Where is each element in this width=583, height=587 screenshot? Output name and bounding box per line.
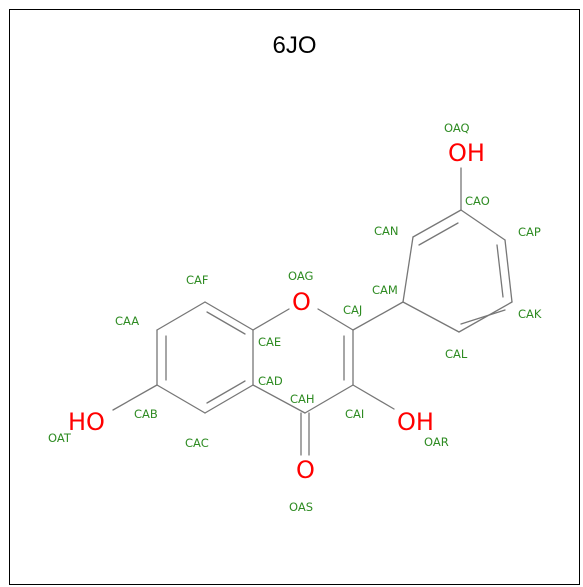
- label-cae: CAE: [258, 335, 281, 349]
- label-cad: CAD: [258, 374, 283, 388]
- bond-cai-cah: [304, 384, 354, 414]
- label-cap: CAP: [518, 225, 541, 239]
- bond-cac-cab: [156, 384, 206, 414]
- atom-o-carbonyl: O: [296, 456, 315, 484]
- atom-oh-left: HO: [68, 408, 105, 436]
- label-oas: OAS: [289, 500, 313, 514]
- molecule-title: 6JO: [272, 32, 317, 59]
- bond-caf-cae: [204, 301, 254, 331]
- bond-cai-oar: [352, 384, 395, 410]
- bond-cab-oat: [112, 384, 158, 411]
- label-cao: CAO: [465, 194, 490, 208]
- bond-cao-cap: [460, 209, 506, 241]
- label-cab: CAB: [134, 407, 158, 421]
- bond-oag-caj: [317, 308, 354, 331]
- bond-cad-cac: [204, 384, 254, 414]
- atom-oh-right: OH: [397, 408, 434, 436]
- label-cac: CAC: [185, 436, 209, 450]
- bond-inner-cap-cak: [496, 244, 504, 298]
- bond-inner-caf-cae: [206, 311, 246, 335]
- bond-cam-can: [402, 236, 414, 303]
- label-caf: CAF: [186, 273, 209, 287]
- atom-o-ring: O: [292, 288, 311, 316]
- label-cai: CAI: [345, 407, 364, 421]
- label-oaq: OAQ: [444, 121, 470, 135]
- bond-cak-cal: [458, 301, 513, 333]
- label-cak: CAK: [518, 307, 542, 321]
- label-cal: CAL: [445, 347, 468, 361]
- bond-cap-cak: [504, 239, 513, 303]
- bond-cal-cam: [402, 301, 460, 333]
- label-oag: OAG: [288, 269, 313, 283]
- bond-inner-cak-cal: [460, 309, 506, 325]
- label-oat: OAT: [48, 431, 72, 445]
- bond-caj-cam: [352, 301, 404, 331]
- molecule-frame: 6JO: [9, 9, 580, 585]
- label-caj: CAJ: [343, 303, 362, 317]
- bond-cae-oag: [252, 308, 290, 331]
- bond-can-cao: [412, 209, 462, 238]
- label-cah: CAH: [290, 392, 315, 406]
- bond-cah-cad: [252, 384, 306, 414]
- bond-inner-can-cao: [418, 222, 459, 246]
- label-oar: OAR: [424, 435, 449, 449]
- label-can: CAN: [374, 224, 399, 238]
- label-caa: CAA: [115, 314, 139, 328]
- atom-oh-top: OH: [448, 139, 485, 167]
- label-cam: CAM: [372, 283, 398, 297]
- bond-inner-cad-cac: [206, 380, 246, 404]
- bond-caa-caf: [156, 301, 206, 331]
